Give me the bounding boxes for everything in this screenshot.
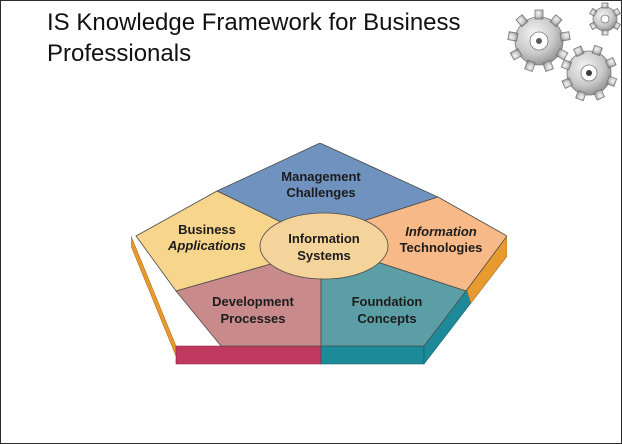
slide-title: IS Knowledge Framework for Business Prof… [47,9,461,67]
side-face-bottom-left [175,345,322,365]
management-label-line1: Management [281,169,361,184]
center-label-line2: Systems [297,248,350,263]
business-label-line2: Applications [167,238,246,253]
side-face-bottom-right [320,345,425,365]
foundation-label-line1: Foundation [352,294,423,309]
gears-icon [507,2,621,102]
center-label-line1: Information [288,231,360,246]
foundation-label-line2: Concepts [357,311,416,326]
development-label-line1: Development [212,294,294,309]
management-label-line2: Challenges [286,185,355,200]
business-label-line1: Business [178,222,236,237]
infotech-label-line1: Information [405,224,477,239]
framework-diagram: Management Challenges Business Applicati… [131,143,507,365]
infotech-label-line2: Technologies [400,240,483,255]
center-information-systems [259,212,389,280]
development-label-line2: Processes [220,311,285,326]
